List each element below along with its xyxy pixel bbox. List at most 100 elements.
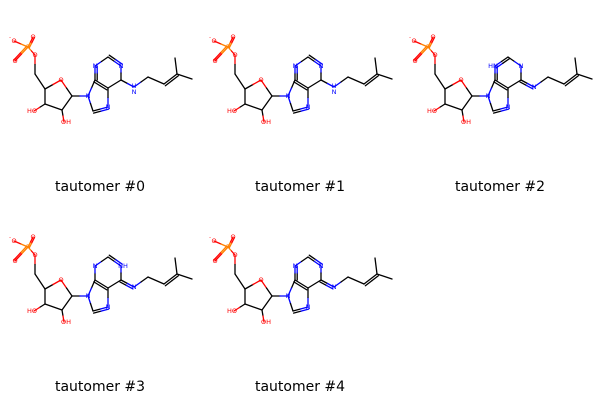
phosphate-double-bond <box>214 53 223 62</box>
purine-double-bond <box>315 59 323 65</box>
purine-bond <box>287 87 293 97</box>
phosphate-bond <box>213 40 222 45</box>
oxygen-label: O <box>212 57 217 65</box>
ribose-bond <box>44 283 54 290</box>
purine-bond <box>294 279 309 289</box>
phosphate-double-bond <box>220 46 229 55</box>
phosphate-bond <box>213 240 222 245</box>
ribose-bond <box>52 279 62 286</box>
purine-bond <box>290 79 296 89</box>
purine-bond <box>290 279 296 289</box>
purine-bond <box>92 308 102 312</box>
ribose-bond <box>244 103 263 111</box>
phosphate-double-bond <box>228 42 233 49</box>
purine-double-bond <box>315 259 323 265</box>
ribose-bond <box>444 83 454 90</box>
hydroxyl-label: OH <box>261 318 271 326</box>
purine-double-bond <box>495 62 504 69</box>
phosphate-ester-bond <box>30 50 36 56</box>
chain-bond <box>376 273 393 280</box>
purine-bond <box>490 79 496 89</box>
nitrogen-label: N <box>286 292 291 300</box>
nitrogen-label: N <box>293 62 298 70</box>
oxygen-label: O <box>58 276 63 284</box>
ribose-bond <box>60 279 68 289</box>
chain-double-bond <box>164 280 173 287</box>
oxygen-label: O <box>11 237 16 245</box>
nitrogen-label: N <box>332 283 337 291</box>
imine-bond <box>126 282 135 288</box>
ribose-bond <box>444 103 463 111</box>
phosphate-double-bond <box>429 36 434 43</box>
imine-double-bond <box>119 281 128 287</box>
chain-bond <box>374 257 378 275</box>
oxygen-label: O <box>58 76 63 84</box>
purine-bond <box>287 287 293 297</box>
hydroxyl-bond <box>262 315 265 323</box>
oxygen-label: O <box>30 33 35 41</box>
purine-double-bond <box>300 108 310 112</box>
phosphate-double-bond <box>427 41 432 48</box>
phosphate-double-bond <box>413 52 422 61</box>
ribose-bond <box>461 95 473 111</box>
phosphate-double-bond <box>14 253 23 262</box>
purine-bond <box>494 60 503 67</box>
chain-bond <box>163 273 178 285</box>
chain-bond <box>540 76 549 83</box>
nitrogen-label: N <box>332 88 337 96</box>
chain-bond <box>163 73 178 85</box>
phosphate-double-bond <box>13 252 22 261</box>
nitrogen-label: N <box>106 103 111 111</box>
chain-bond <box>374 57 378 75</box>
nitrogen-label: H <box>132 82 137 90</box>
hydroxyl-bond <box>62 315 65 323</box>
phosphate-double-bond <box>27 241 32 248</box>
phosphate-double-bond <box>231 237 235 244</box>
purine-bond <box>500 56 509 63</box>
phosphorus-label: P <box>426 43 430 51</box>
ribose-bond <box>244 303 263 311</box>
ribose-bond <box>261 95 273 111</box>
oxygen-label: O <box>211 37 216 45</box>
chain-double-bond <box>564 80 573 87</box>
phosphate-double-bond <box>420 46 429 55</box>
tautomer-caption-4: tautomer #4 <box>254 379 346 395</box>
chain-bond <box>576 73 593 80</box>
imine-bond <box>320 279 329 285</box>
purine-bond <box>292 108 302 112</box>
tautomer-caption-0: tautomer #0 <box>54 179 146 195</box>
purine-bond <box>87 95 92 105</box>
phosphate-double-bond <box>220 246 229 255</box>
hydroxyl-label: OH <box>461 118 471 126</box>
imine-bond <box>526 82 535 88</box>
purine-bond <box>90 79 96 89</box>
hydroxyl-bond <box>61 309 64 317</box>
imine-double-bond <box>325 284 334 290</box>
ribose-bond <box>61 95 73 111</box>
nitrogen-label: N <box>132 88 137 96</box>
nitrogen-label: N <box>93 262 98 270</box>
purine-bond <box>489 102 494 112</box>
purine-bond <box>307 279 322 289</box>
amine-bond <box>126 82 135 88</box>
purine-bond <box>313 260 322 267</box>
chain-double-bond <box>171 275 179 282</box>
chain-bond <box>574 57 578 75</box>
charge-label: - <box>409 35 411 41</box>
ribose-bond <box>234 73 246 90</box>
chain-double-bond <box>164 80 173 87</box>
purine-bond <box>513 60 522 67</box>
nitrogen-label: NH <box>118 262 128 270</box>
purine-bond <box>113 60 122 67</box>
imine-bond <box>520 79 529 85</box>
purine-bond <box>294 60 303 67</box>
phosphate-double-bond <box>213 52 222 61</box>
phosphate-double-bond <box>19 245 28 254</box>
purine-double-bond <box>292 110 302 114</box>
imine-double-bond <box>519 81 528 87</box>
ribose-bond <box>244 283 254 290</box>
